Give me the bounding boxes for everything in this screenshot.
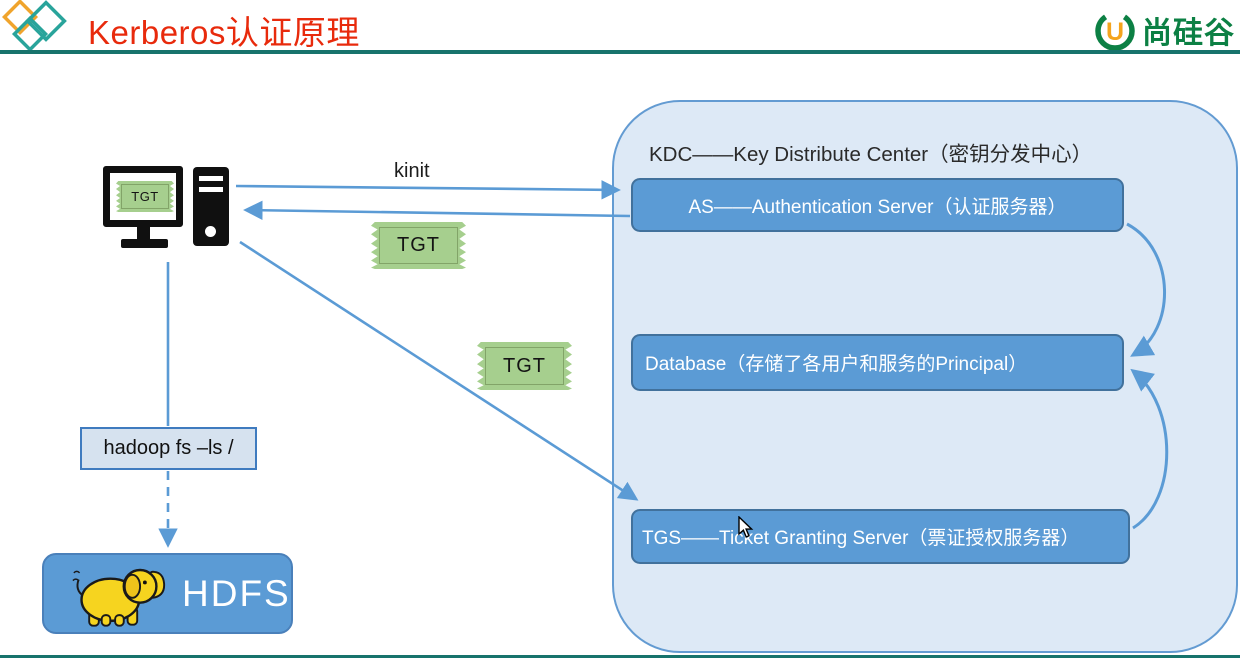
kdc-title: KDC——Key Distribute Center（密钥分发中心） xyxy=(649,143,1093,166)
monitor-base-icon xyxy=(121,239,168,248)
footer-divider xyxy=(0,655,1240,658)
tgt-ticket-label: TGT xyxy=(121,184,169,209)
diamonds-logo-icon xyxy=(2,0,67,53)
tgs-server-box: TGS——Ticket Granting Server（票证授权服务器） xyxy=(631,509,1130,564)
page-title: Kerberos认证原理 xyxy=(88,14,360,51)
tgt-ticket-label: TGT xyxy=(379,227,458,264)
tower-slot-icon xyxy=(199,187,223,192)
hadoop-elephant-icon xyxy=(72,568,166,627)
arrow-tgt-return xyxy=(243,200,631,221)
brand-name: 尚硅谷 xyxy=(1142,17,1235,50)
hdfs-label: HDFS xyxy=(182,572,291,614)
database-box: Database（存储了各用户和服务的Principal） xyxy=(631,334,1124,391)
kinit-label: kinit xyxy=(394,160,430,182)
tower-button-icon xyxy=(205,226,216,237)
arrow-kinit xyxy=(235,180,621,200)
tgt-ticket-on-screen: TGT xyxy=(116,181,174,212)
hadoop-command-box: hadoop fs –ls / xyxy=(80,427,257,470)
monitor-stand-icon xyxy=(137,227,150,240)
brand-u-letter: U xyxy=(1106,18,1124,46)
as-server-box: AS——Authentication Server（认证服务器） xyxy=(631,178,1124,232)
brand-u-ring-icon: U xyxy=(1095,11,1135,51)
tgt-ticket-request: TGT xyxy=(477,342,572,390)
brand-logo: U 尚硅谷 xyxy=(1092,8,1235,52)
tower-slot-icon xyxy=(199,176,223,181)
header-divider xyxy=(0,50,1240,54)
tgt-ticket-label: TGT xyxy=(485,347,564,385)
hdfs-box: HDFS xyxy=(42,553,293,634)
mouse-cursor-icon xyxy=(738,516,754,538)
tgt-ticket-return: TGT xyxy=(371,222,466,269)
arrow-client-to-tgs xyxy=(239,240,639,501)
